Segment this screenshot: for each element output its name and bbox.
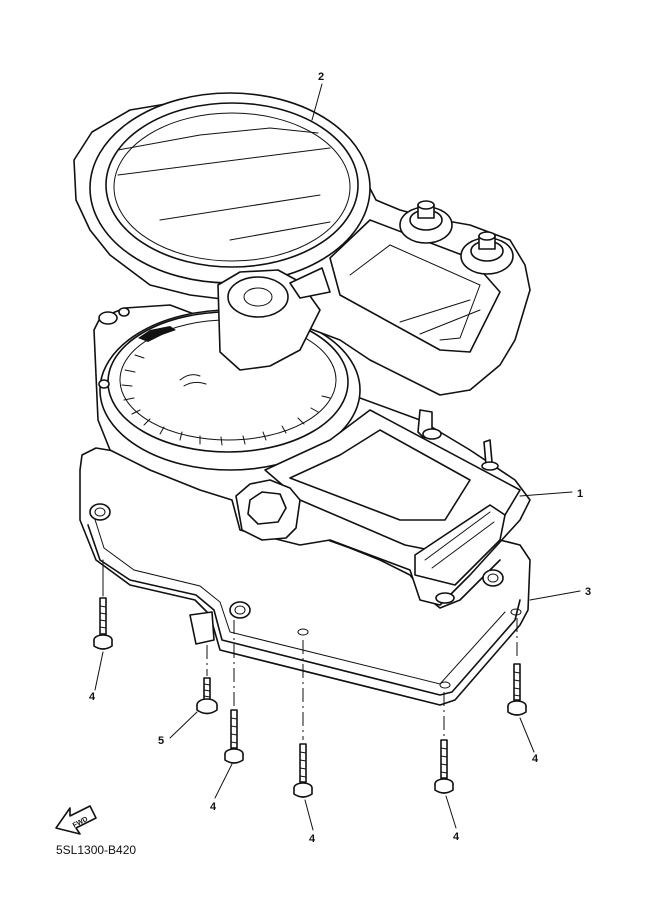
screw-4-left [93, 559, 113, 650]
callout-1: 1 [577, 488, 583, 500]
callout-4-center: 4 [309, 833, 316, 845]
callout-4-left: 4 [89, 691, 96, 703]
screw-5-small [196, 645, 218, 715]
leader-lines [94, 83, 581, 831]
screw-4-center [293, 640, 313, 798]
callout-2: 2 [318, 71, 324, 83]
fwd-arrow: FWD [55, 805, 97, 835]
callout-labels: 2 1 3 4 5 4 4 4 4 [89, 71, 591, 845]
knob-left [399, 200, 453, 244]
callout-5: 5 [158, 735, 164, 747]
gauge-tick-marks [121, 354, 331, 446]
callout-4-right: 4 [532, 753, 539, 765]
screw-4-mid-right [434, 692, 454, 794]
knob-right [460, 231, 514, 275]
callout-4-mid-left: 4 [210, 801, 217, 813]
callout-3: 3 [585, 586, 591, 598]
screw-4-right [507, 618, 527, 716]
part-2-top-cover [73, 92, 531, 396]
callout-4-mid-right: 4 [453, 831, 460, 843]
diagram-code-label: 5SL1300-B420 [56, 843, 137, 857]
screw-4-mid-left [224, 620, 244, 764]
